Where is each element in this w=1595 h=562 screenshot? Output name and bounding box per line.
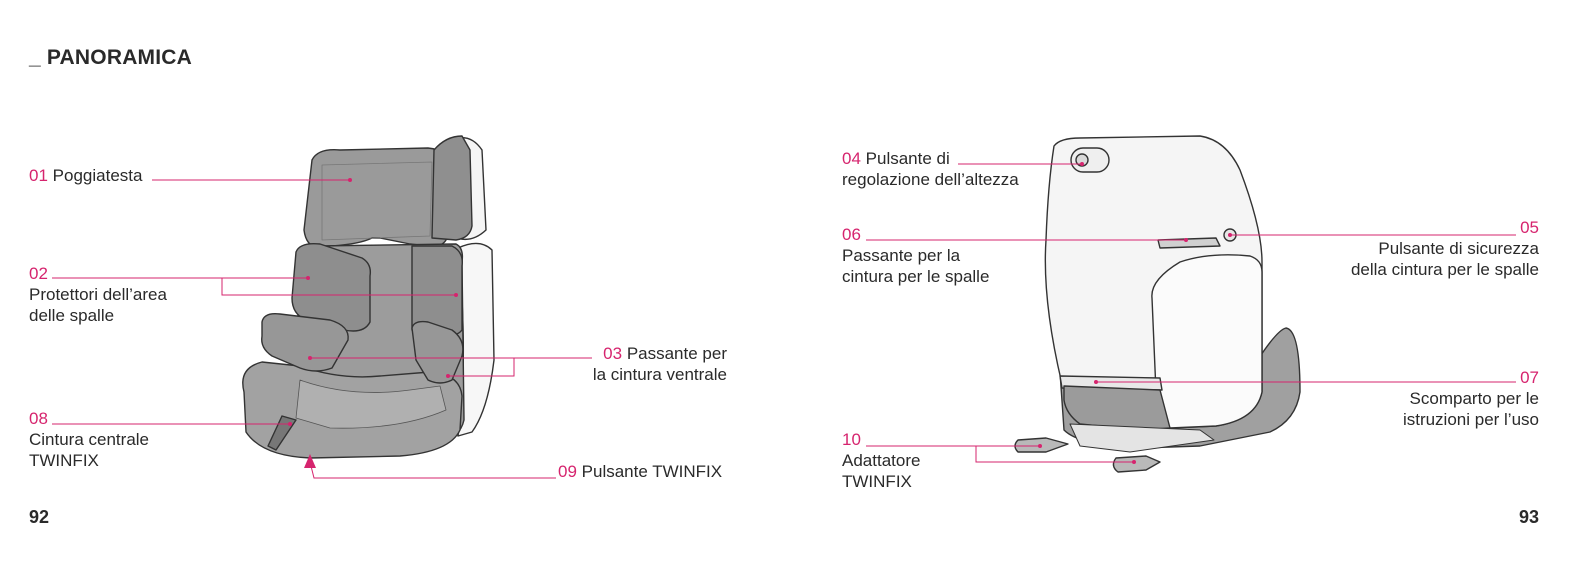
callout-02: 02 Protettori dell’area delle spalle <box>29 263 167 326</box>
seat-front-view <box>243 136 494 458</box>
callout-05: 05 Pulsante di sicurezza della cintura p… <box>1351 217 1539 280</box>
seat-back-view <box>1015 136 1300 472</box>
page-number-left: 92 <box>29 507 49 528</box>
callout-09: 09 Pulsante TWINFIX <box>558 461 722 482</box>
callout-04: 04 Pulsante di regolazione dell’altezza <box>842 148 1019 190</box>
callout-01: 01 Poggiatesta <box>29 165 142 186</box>
callout-10: 10 Adattatore TWINFIX <box>842 429 920 492</box>
callout-07: 07 Scomparto per le istruzioni per l’uso <box>1403 367 1539 430</box>
callout-06: 06 Passante per la cintura per le spalle <box>842 224 989 287</box>
page-number-right: 93 <box>1519 507 1539 528</box>
callout-08: 08 Cintura centrale TWINFIX <box>29 408 149 471</box>
callout-03: 03 Passante per la cintura ventrale <box>593 343 727 385</box>
